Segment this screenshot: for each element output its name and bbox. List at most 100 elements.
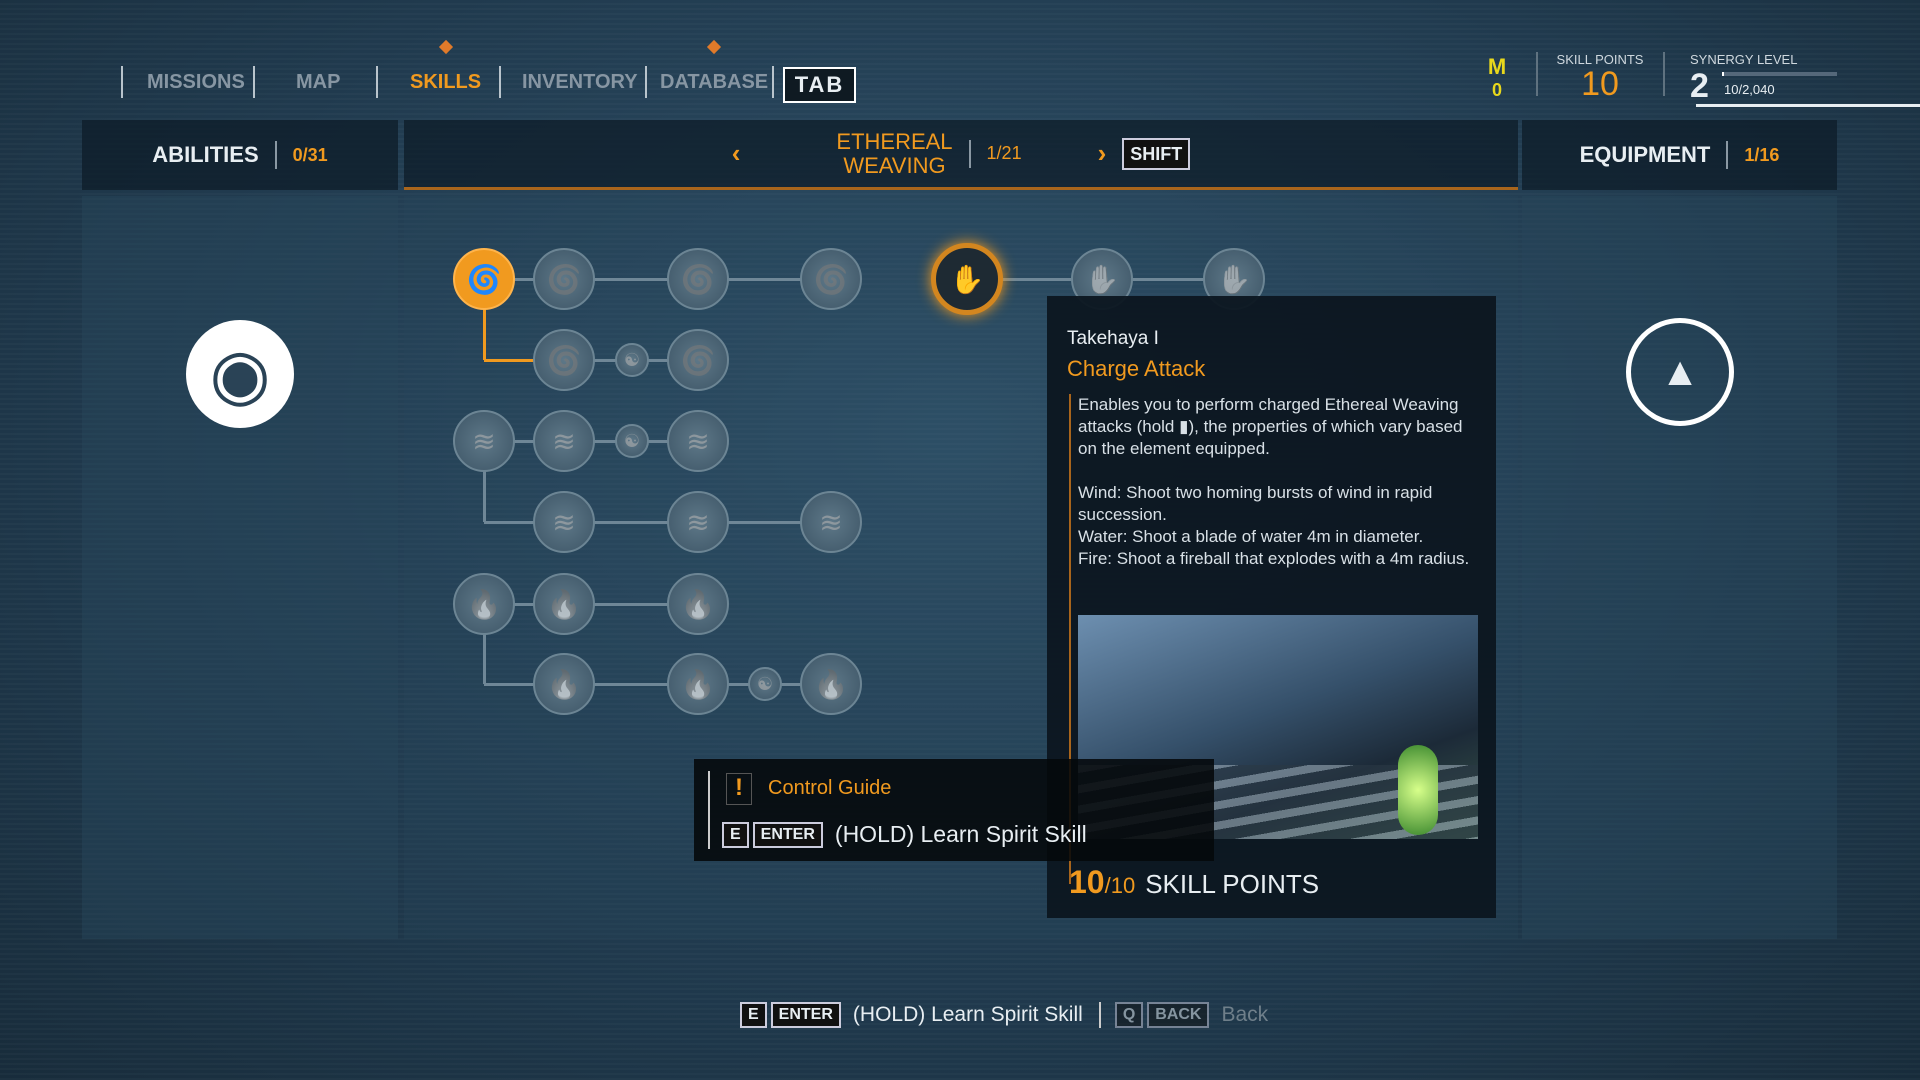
divider: [1098, 1002, 1101, 1028]
back-button[interactable]: Back: [1221, 1003, 1269, 1026]
divider: [121, 66, 123, 98]
skill-node-yinyang[interactable]: ☯: [615, 343, 649, 377]
tree-connector: [484, 278, 831, 281]
skill-node-wind[interactable]: 🌀: [667, 329, 729, 391]
key-e: E: [722, 821, 749, 848]
skill-node-fire[interactable]: 🔥: [453, 573, 515, 635]
cost-need: /10: [1104, 873, 1136, 898]
skill-node-wind[interactable]: 🌀: [667, 248, 729, 310]
tab-skills[interactable]: SKILLS: [410, 39, 482, 98]
synergy-level: SYNERGY LEVEL 2 10/2,040: [1690, 52, 1920, 106]
tree-count: 1/21: [986, 143, 1022, 163]
divider: [376, 66, 378, 98]
divider: [708, 771, 710, 849]
water-icon: ≋: [552, 425, 576, 457]
skill-node-yinyang[interactable]: ☯: [615, 424, 649, 458]
equipment-panel[interactable]: ▲: [1522, 196, 1837, 939]
tab-map[interactable]: MAP: [296, 71, 341, 93]
tab-label: DATABASE: [660, 71, 769, 93]
skill-node-yinyang[interactable]: ☯: [748, 667, 782, 701]
equipment-header[interactable]: EQUIPMENT 1/16: [1522, 120, 1837, 190]
divider: [1663, 52, 1665, 96]
fire-icon: 🔥: [466, 588, 502, 620]
tree-connector: [484, 521, 831, 524]
desc-water: Water: Shoot a blade of water 4m in diam…: [1078, 527, 1424, 546]
learn-skill-hint[interactable]: (HOLD) Learn Spirit Skill: [852, 1003, 1083, 1026]
charge-icon: ✋: [1216, 263, 1252, 295]
skill-node-fire[interactable]: 🔥: [667, 573, 729, 635]
skill-node-water[interactable]: ≋: [667, 410, 729, 472]
water-icon: ≋: [686, 506, 710, 538]
tab-key-button[interactable]: TAB: [783, 67, 856, 103]
wind-icon: 🌀: [813, 263, 849, 295]
water-icon: ≋: [819, 506, 843, 538]
key-enter: ENTER: [752, 821, 823, 848]
guide-title: Control Guide: [768, 777, 892, 799]
prev-arrow-icon[interactable]: ‹: [731, 138, 741, 168]
currency-icon: M: [1487, 54, 1507, 79]
equipment-label: EQUIPMENT: [1579, 142, 1711, 167]
skill-node-fire[interactable]: 🔥: [533, 573, 595, 635]
skill-node-wind[interactable]: 🌀: [800, 248, 862, 310]
wind-icon: 🌀: [546, 344, 582, 376]
guide-action-text: (HOLD) Learn Spirit Skill: [834, 821, 1087, 847]
tab-inventory[interactable]: INVENTORY: [522, 71, 638, 93]
skill-node-water[interactable]: ≋: [453, 410, 515, 472]
synergy-level-value: 2: [1690, 67, 1709, 105]
cost-label: SKILL POINTS: [1145, 869, 1320, 899]
desc-text: Enables you to perform charged Ethereal …: [1078, 395, 1463, 458]
desc-wind: Wind: Shoot two homing bursts of wind in…: [1078, 483, 1433, 524]
next-arrow-icon[interactable]: ›: [1097, 138, 1107, 168]
key-back: BACK: [1147, 1002, 1210, 1028]
abilities-label: ABILITIES: [152, 142, 259, 167]
desc-fire: Fire: Shoot a fireball that explodes wit…: [1078, 549, 1470, 568]
divider: [1069, 394, 1071, 884]
skill-node-water[interactable]: ≋: [533, 491, 595, 553]
water-icon: ≋: [472, 425, 496, 457]
divider: [772, 66, 774, 98]
yinyang-icon: ☯: [623, 430, 641, 451]
skill-node-water[interactable]: ≋: [667, 491, 729, 553]
skill-node-water[interactable]: ≋: [800, 491, 862, 553]
synergy-bar: [1722, 72, 1837, 76]
skill-node-charge[interactable]: ✋: [931, 243, 1003, 315]
fire-icon: 🔥: [813, 668, 849, 700]
key-enter: ENTER: [770, 1002, 841, 1028]
tab-label: SKILLS: [410, 71, 482, 93]
yinyang-icon: ☯: [623, 349, 641, 370]
notification-icon: [707, 39, 722, 55]
skill-node-water[interactable]: ≋: [533, 410, 595, 472]
divider: [968, 139, 971, 168]
skill-node-fire[interactable]: 🔥: [667, 653, 729, 715]
skill-node-fire[interactable]: 🔥: [533, 653, 595, 715]
wind-icon: 🌀: [680, 344, 716, 376]
main-nav: MISSIONS MAP SKILLS INVENTORY DATABASE: [0, 39, 780, 98]
divider: [274, 141, 277, 169]
wind-icon: 🌀: [546, 263, 582, 295]
abilities-panel[interactable]: ◉: [82, 196, 398, 939]
tab-missions[interactable]: MISSIONS: [147, 71, 245, 93]
tab-database[interactable]: DATABASE: [660, 39, 769, 98]
skill-node-wind[interactable]: 🌀: [533, 248, 595, 310]
divider: [499, 66, 501, 98]
charge-icon: ✋: [949, 263, 985, 295]
equipment-count: 1/16: [1744, 144, 1780, 165]
fire-icon: 🔥: [546, 668, 582, 700]
equipment-emblem-icon: ▲: [1626, 318, 1734, 426]
shift-key[interactable]: SHIFT: [1122, 137, 1191, 170]
tomoe-emblem-icon: ◉: [186, 320, 294, 428]
divider: [253, 66, 255, 98]
fire-icon: 🔥: [680, 668, 716, 700]
divider: [645, 66, 647, 98]
skill-node-wind[interactable]: 🌀: [453, 248, 515, 310]
skill-node-wind[interactable]: 🌀: [533, 329, 595, 391]
skill-node-fire[interactable]: 🔥: [800, 653, 862, 715]
tree-connector: [483, 279, 486, 360]
skill-title: Charge Attack: [1067, 356, 1206, 381]
skill-name: Takehaya I: [1067, 328, 1159, 349]
